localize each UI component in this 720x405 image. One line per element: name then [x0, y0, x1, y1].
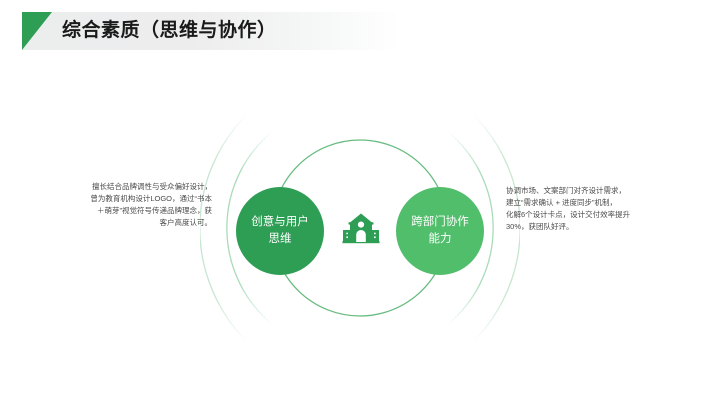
node-collaboration[interactable]: 跨部门协作能力: [396, 187, 484, 275]
description-line: 协调市场、文案部门对齐设计需求，: [506, 186, 626, 195]
description-line: 曾为教育机构设计LOGO，通过“书本: [90, 194, 212, 204]
description-line: 擅长结合品牌调性与受众偏好设计，: [92, 182, 212, 191]
node-creativity[interactable]: 创意与用户思维: [236, 187, 324, 275]
node-collaboration-label: 跨部门协作能力: [411, 216, 469, 245]
description-line: 化解6个设计卡点，设计交付效率提升: [506, 210, 631, 220]
creativity-description: 擅长结合品牌调性与受众偏好设计， 曾为教育机构设计LOGO，通过“书本 ＋萌芽”…: [40, 181, 212, 230]
header-band: [22, 12, 400, 50]
slide-header: 综合素质（思维与协作）: [0, 12, 400, 50]
description-line: 建立“需求确认 + 进度同步”机制，: [506, 198, 618, 208]
description-line: 客户高度认可。: [159, 218, 213, 228]
school-building-icon: [342, 212, 380, 252]
collaboration-description: 协调市场、文案部门对齐设计需求， 建立“需求确认 + 进度同步”机制， 化解6个…: [506, 185, 680, 234]
description-line: ＋萌芽”视觉符号传递品牌理念，获: [97, 206, 212, 216]
page-title: 综合素质（思维与协作）: [62, 20, 277, 41]
middle-ring: [226, 130, 494, 326]
node-creativity-label: 创意与用户思维: [251, 216, 309, 245]
header-triangle-accent: [22, 12, 52, 50]
outer-ring: [200, 114, 520, 342]
description-line: 30%，获团队好评。: [506, 222, 574, 232]
